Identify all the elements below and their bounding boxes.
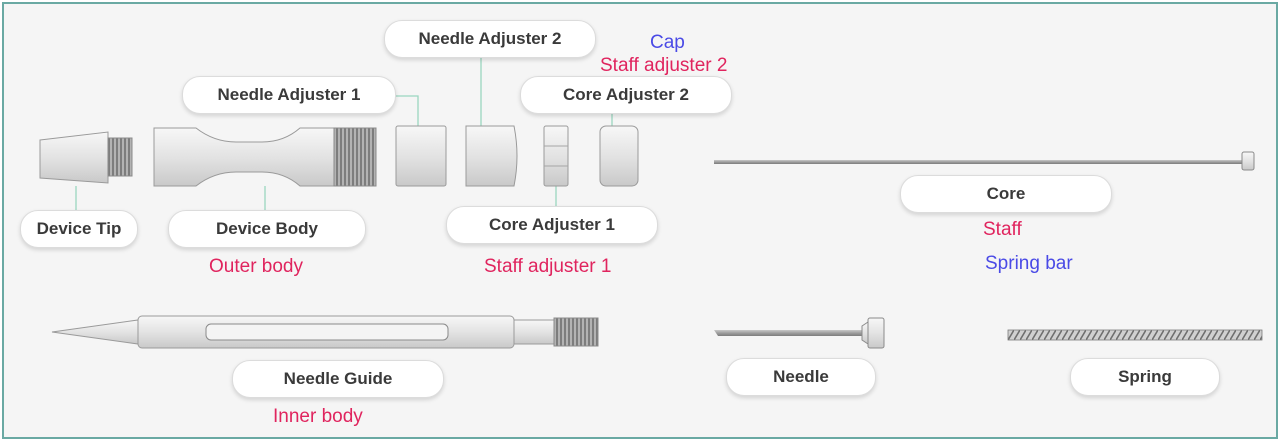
annotation-staff: Staff	[983, 219, 1022, 240]
label-device-body: Device Body	[168, 210, 366, 248]
device-tip-part	[39, 131, 133, 184]
leader-lines	[75, 55, 613, 212]
label-core-adjuster-1: Core Adjuster 1	[446, 206, 658, 244]
core-adjuster-2-part	[599, 125, 639, 187]
annotation-outer-body: Outer body	[209, 256, 303, 277]
needle-adjuster-2-part	[465, 125, 518, 187]
annotation-inner-body: Inner body	[273, 406, 363, 427]
label-needle: Needle	[726, 358, 876, 396]
label-needle-adjuster-1: Needle Adjuster 1	[182, 76, 396, 114]
core-part	[714, 151, 1255, 171]
needle-adjuster-1-part	[395, 125, 447, 187]
annotation-spring-bar: Spring bar	[985, 253, 1073, 274]
label-needle-guide: Needle Guide	[232, 360, 444, 398]
label-core: Core	[900, 175, 1112, 213]
label-needle-adjuster-2: Needle Adjuster 2	[384, 20, 596, 58]
annotation-staff-adjuster-2: Staff adjuster 2	[600, 55, 728, 76]
needle-guide-part	[51, 315, 599, 349]
annotation-cap: Cap	[650, 32, 685, 53]
annotation-staff-adjuster-1: Staff adjuster 1	[484, 256, 612, 277]
label-device-tip: Device Tip	[20, 210, 138, 248]
device-body-part	[153, 127, 377, 187]
needle-part	[714, 317, 885, 349]
spring-part	[1007, 329, 1263, 341]
label-core-adjuster-2: Core Adjuster 2	[520, 76, 732, 114]
core-adjuster-1-part	[543, 125, 569, 187]
label-spring: Spring	[1070, 358, 1220, 396]
